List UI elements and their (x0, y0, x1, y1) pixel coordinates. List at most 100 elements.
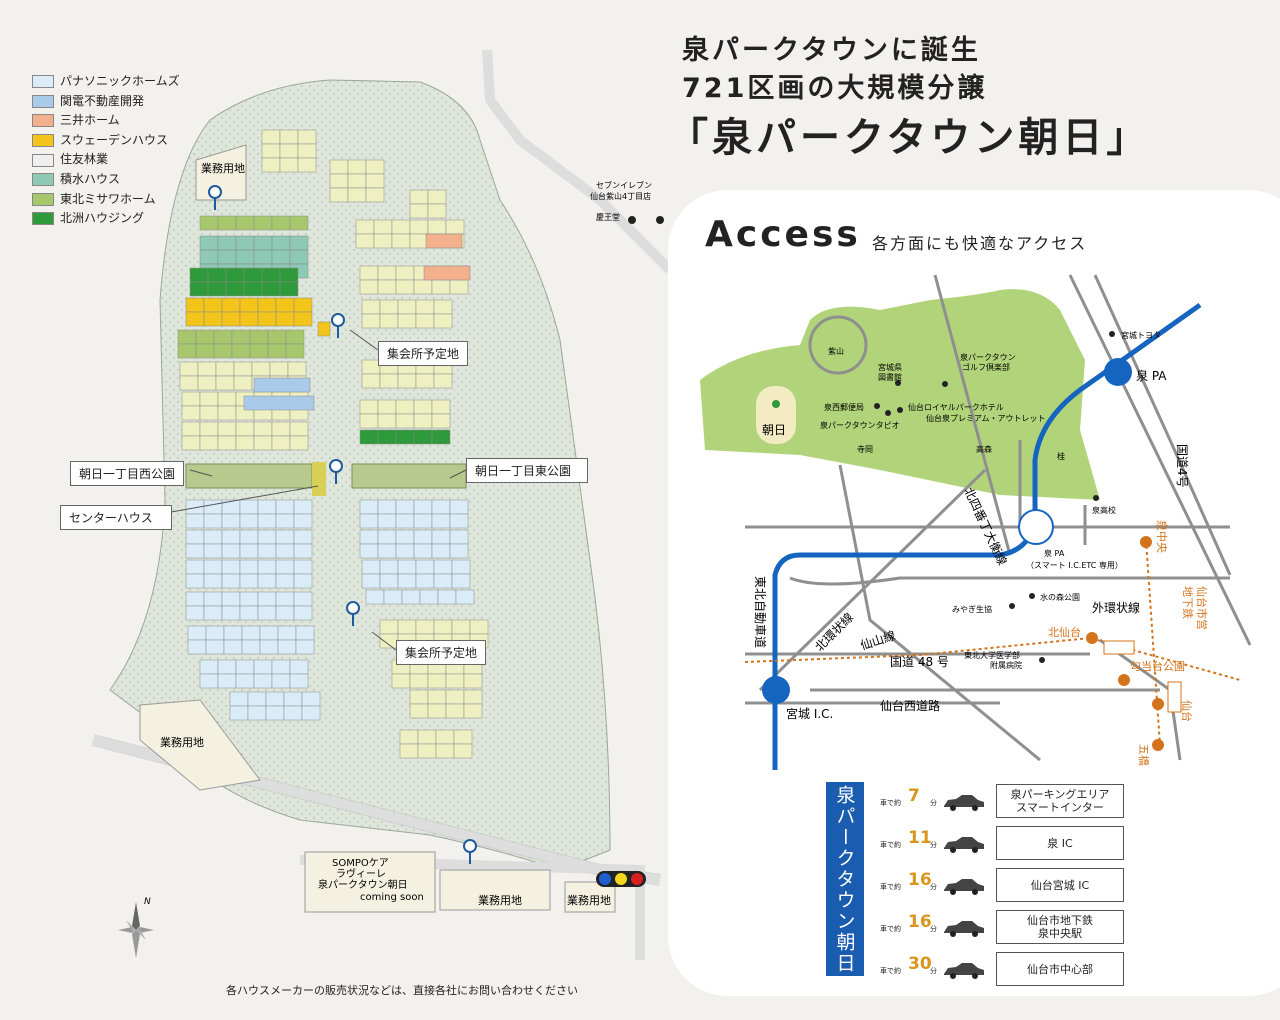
lot (221, 311, 241, 327)
poi-dots (874, 331, 1115, 663)
lot (347, 173, 367, 189)
lot (293, 543, 313, 559)
time-unit: 分 (930, 841, 937, 849)
lot (397, 559, 417, 575)
lot (423, 265, 471, 281)
lbl-hs: 泉高校 (1092, 505, 1116, 515)
legend-swatch (32, 94, 54, 108)
lot (279, 157, 299, 173)
lot (275, 559, 295, 575)
lot (397, 573, 417, 589)
lot (257, 591, 277, 607)
lot (329, 159, 349, 175)
time-minutes: 16 (908, 870, 932, 890)
lot (233, 361, 253, 377)
lbl-golf-1: 泉パークタウン (960, 352, 1016, 362)
lot (235, 215, 255, 231)
lot (203, 591, 223, 607)
lot (433, 573, 453, 589)
lot (427, 703, 447, 719)
lot (199, 435, 219, 451)
lot (229, 691, 249, 707)
lot (259, 639, 279, 655)
lot (301, 691, 321, 707)
time-destination: 泉 IC (996, 826, 1124, 860)
lot (395, 265, 415, 281)
lot (275, 591, 295, 607)
lot (195, 343, 215, 359)
footnote: 各ハウスメーカーの販売状況などは、直接各社にお問い合わせください (226, 984, 578, 997)
lot (409, 689, 429, 705)
lot (225, 267, 245, 283)
west-park-area (185, 463, 313, 489)
lot (415, 619, 435, 635)
lot (199, 235, 219, 251)
lot (413, 399, 433, 415)
lot (359, 543, 379, 559)
lot (399, 743, 419, 759)
time-destination: 仙台市中心部 (996, 952, 1124, 986)
lbl-miyagi-ic: 宮城 I.C. (786, 706, 833, 721)
legend: パナソニックホームズ関電不動産開発三井ホームスウェーデンハウス住友林業積水ハウス… (32, 72, 180, 229)
traffic-light-icon (596, 871, 646, 887)
lot (199, 405, 219, 421)
legend-label: 関電不動産開発 (60, 93, 145, 108)
lot (257, 297, 277, 313)
lbl-outlet: 仙台泉プレミアム・アウトレット (926, 413, 1045, 423)
legend-item: 関電不動産開発 (32, 92, 180, 112)
lbl-takamori: 高森 (976, 444, 992, 454)
lbl-tapio: 泉パークタウンタピオ (820, 420, 900, 430)
lbl-tohoku-exp: 東北自動車道 (753, 576, 767, 648)
lot (397, 373, 417, 389)
lot (419, 589, 439, 605)
lbl-uni-2: 附属病院 (990, 660, 1022, 670)
lot (251, 361, 271, 377)
lot (185, 311, 205, 327)
lot (409, 189, 429, 205)
lot (359, 513, 379, 529)
lot (271, 673, 291, 689)
lot (185, 513, 205, 529)
lot (463, 673, 483, 689)
lot (261, 157, 281, 173)
lot (455, 589, 475, 605)
lot (289, 215, 309, 231)
lot (189, 281, 209, 297)
lot (395, 399, 415, 415)
lot (229, 705, 249, 721)
lot (179, 375, 199, 391)
lot (217, 421, 237, 437)
lot (269, 361, 289, 377)
lbl-lib-1: 宮城県 (878, 362, 902, 372)
lot (293, 311, 313, 327)
lot (417, 729, 437, 745)
lot (187, 625, 207, 641)
lot (217, 391, 237, 407)
gyomu-top-plot (195, 144, 247, 201)
lot (289, 673, 309, 689)
lot (449, 513, 469, 529)
gyomu-top-label: 業務用地 (201, 161, 245, 175)
lot (361, 373, 381, 389)
lot (451, 619, 471, 635)
lot (409, 703, 429, 719)
lot (239, 499, 259, 515)
lot (279, 143, 299, 159)
lot (231, 343, 251, 359)
legend-swatch (32, 212, 54, 226)
time-unit: 分 (930, 799, 937, 807)
time-unit: 分 (930, 967, 937, 975)
legend-swatch (32, 173, 54, 187)
lot (207, 281, 227, 297)
access-title: Access (705, 214, 861, 255)
lot (415, 559, 435, 575)
legend-swatch (32, 114, 54, 128)
legend-item: 東北ミサワホーム (32, 190, 180, 210)
lot (199, 673, 219, 689)
lot (431, 499, 451, 515)
lot (417, 743, 437, 759)
lot (271, 215, 291, 231)
lots-group (177, 129, 489, 759)
car-icon (942, 878, 986, 900)
